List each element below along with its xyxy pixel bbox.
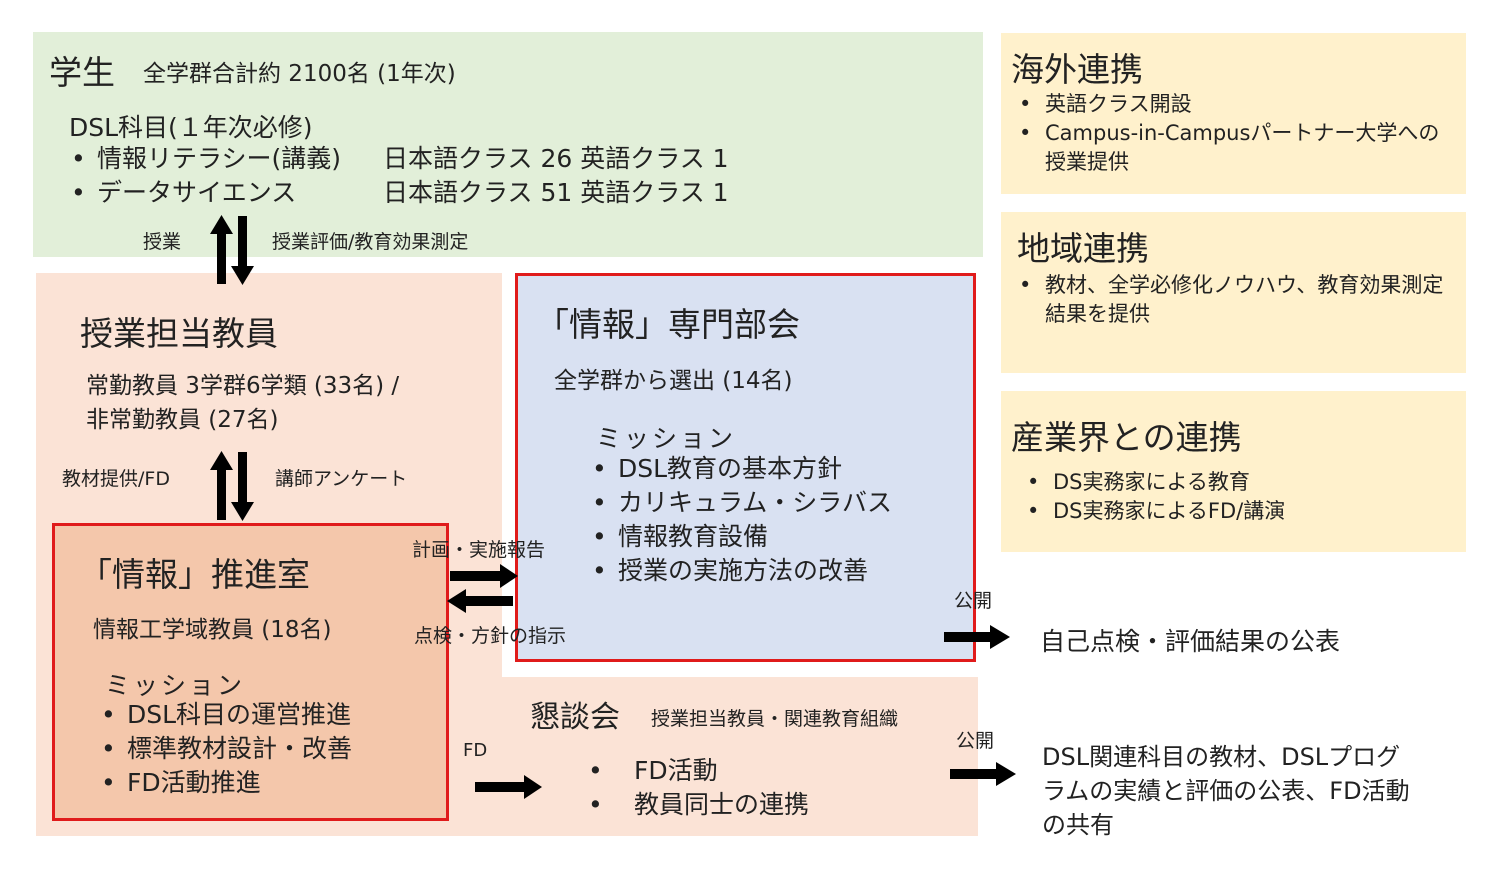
down-arrow-icon — [231, 216, 254, 285]
regional-box: 地域連携 教材、全学必修化ノウハウ、教育効果測定結果を提供 — [1001, 212, 1466, 373]
office-mission-label: ミッション — [105, 671, 246, 700]
industry-item: DS実務家によるFD/講演 — [1023, 497, 1285, 526]
label-publish-2: 公開 — [956, 730, 995, 752]
meeting-subtitle: 授業担当教員・関連教育組織 — [651, 708, 899, 730]
meeting-title: 懇談会 — [530, 700, 620, 735]
course-heading: DSL科目(１年次必修) — [69, 113, 313, 142]
course-classes: 日本語クラス 26 英語クラス 1 — [383, 144, 729, 173]
left-arrow-icon — [447, 589, 513, 613]
committee-title: 「情報」専門部会 — [536, 305, 800, 344]
output-self-eval: 自己点検・評価結果の公表 — [1040, 627, 1341, 656]
office-title: 「情報」推進室 — [79, 555, 310, 594]
label-plan-report: 計画・実施報告 — [412, 539, 546, 561]
right-arrow-icon — [944, 625, 1010, 649]
office-box: 「情報」推進室 情報工学域教員 (18名) ミッション DSL科目の運営推進 標… — [52, 523, 449, 821]
up-arrow-icon — [210, 451, 233, 520]
overseas-item: Campus-in-Campusパートナー大学への授業提供 — [1015, 119, 1455, 177]
label-inspection: 点検・方針の指示 — [414, 625, 567, 647]
meeting-list: FD活動 教員同士の連携 — [584, 754, 809, 822]
committee-subtitle: 全学群から選出 (14名) — [554, 368, 793, 394]
mission-item: 授業の実施方法の改善 — [588, 554, 892, 588]
students-subtitle: 全学群合計約 2100名 (1年次) — [143, 61, 456, 87]
up-arrow-icon — [210, 215, 233, 284]
teachers-line1: 常勤教員 3学群6学類 (33名) / — [86, 373, 400, 399]
committee-mission-list: DSL教育の基本方針 カリキュラム・シラバス 情報教育設備 授業の実施方法の改善 — [588, 452, 892, 588]
students-title: 学生 — [49, 53, 115, 92]
teachers-line2: 非常勤教員 (27名) — [86, 407, 279, 433]
meeting-item: 教員同士の連携 — [584, 788, 809, 822]
industry-box: 産業界との連携 DS実務家による教育 DS実務家によるFD/講演 — [1001, 391, 1466, 552]
right-arrow-icon — [475, 775, 542, 799]
industry-item: DS実務家による教育 — [1023, 468, 1285, 497]
label-publish-1: 公開 — [954, 590, 993, 612]
mission-item: DSL科目の運営推進 — [97, 698, 352, 732]
label-survey: 講師アンケート — [275, 468, 408, 490]
mission-item: カリキュラム・シラバス — [588, 486, 892, 520]
regional-item: 教材、全学必修化ノウハウ、教育効果測定結果を提供 — [1015, 271, 1445, 329]
industry-title: 産業界との連携 — [1011, 418, 1242, 457]
committee-box: 「情報」専門部会 全学群から選出 (14名) ミッション DSL教育の基本方針 … — [515, 273, 976, 662]
office-mission-list: DSL科目の運営推進 標準教材設計・改善 FD活動推進 — [97, 698, 352, 800]
label-materials-fd: 教材提供/FD — [62, 468, 170, 490]
mission-item: DSL教育の基本方針 — [588, 452, 892, 486]
course-item: データサイエンス 日本語クラス 51 英語クラス 1 — [67, 176, 729, 210]
course-name: 情報リテラシー(講義) — [97, 144, 342, 173]
course-classes: 日本語クラス 51 英語クラス 1 — [383, 178, 729, 207]
right-arrow-icon — [950, 762, 1016, 786]
mission-item: 情報教育設備 — [588, 520, 892, 554]
students-box: 学生 全学群合計約 2100名 (1年次) DSL科目(１年次必修) 情報リテラ… — [33, 32, 983, 257]
course-list: 情報リテラシー(講義) 日本語クラス 26 英語クラス 1 データサイエンス 日本語… — [67, 142, 729, 210]
office-subtitle: 情報工学域教員 (18名) — [93, 617, 332, 643]
label-lecture: 授業 — [143, 231, 182, 253]
mission-item: FD活動推進 — [97, 766, 352, 800]
output-dsl-publish: DSL関連科目の教材、DSLプログラムの実績と評価の公表、FD活動の共有 — [1042, 743, 1410, 839]
overseas-item: 英語クラス開設 — [1015, 90, 1455, 119]
regional-title: 地域連携 — [1017, 229, 1149, 268]
label-evaluation: 授業評価/教育効果測定 — [272, 231, 469, 253]
course-name: データサイエンス — [97, 178, 297, 207]
label-fd: FD — [463, 740, 488, 761]
committee-mission-label: ミッション — [596, 424, 737, 453]
down-arrow-icon — [231, 452, 254, 521]
right-arrow-icon — [450, 564, 518, 588]
meeting-item: FD活動 — [584, 754, 809, 788]
mission-item: 標準教材設計・改善 — [97, 732, 352, 766]
course-item: 情報リテラシー(講義) 日本語クラス 26 英語クラス 1 — [67, 142, 729, 176]
industry-list: DS実務家による教育 DS実務家によるFD/講演 — [1023, 468, 1285, 526]
overseas-item-text: Campus-in-Campusパートナー大学への授業提供 — [1045, 121, 1440, 174]
teachers-title: 授業担当教員 — [80, 314, 278, 353]
overseas-title: 海外連携 — [1011, 50, 1143, 89]
regional-list: 教材、全学必修化ノウハウ、教育効果測定結果を提供 — [1015, 271, 1445, 329]
overseas-box: 海外連携 英語クラス開設 Campus-in-Campusパートナー大学への授業… — [1001, 33, 1466, 194]
overseas-list: 英語クラス開設 Campus-in-Campusパートナー大学への授業提供 — [1015, 90, 1455, 177]
arrow-group — [210, 215, 1016, 799]
